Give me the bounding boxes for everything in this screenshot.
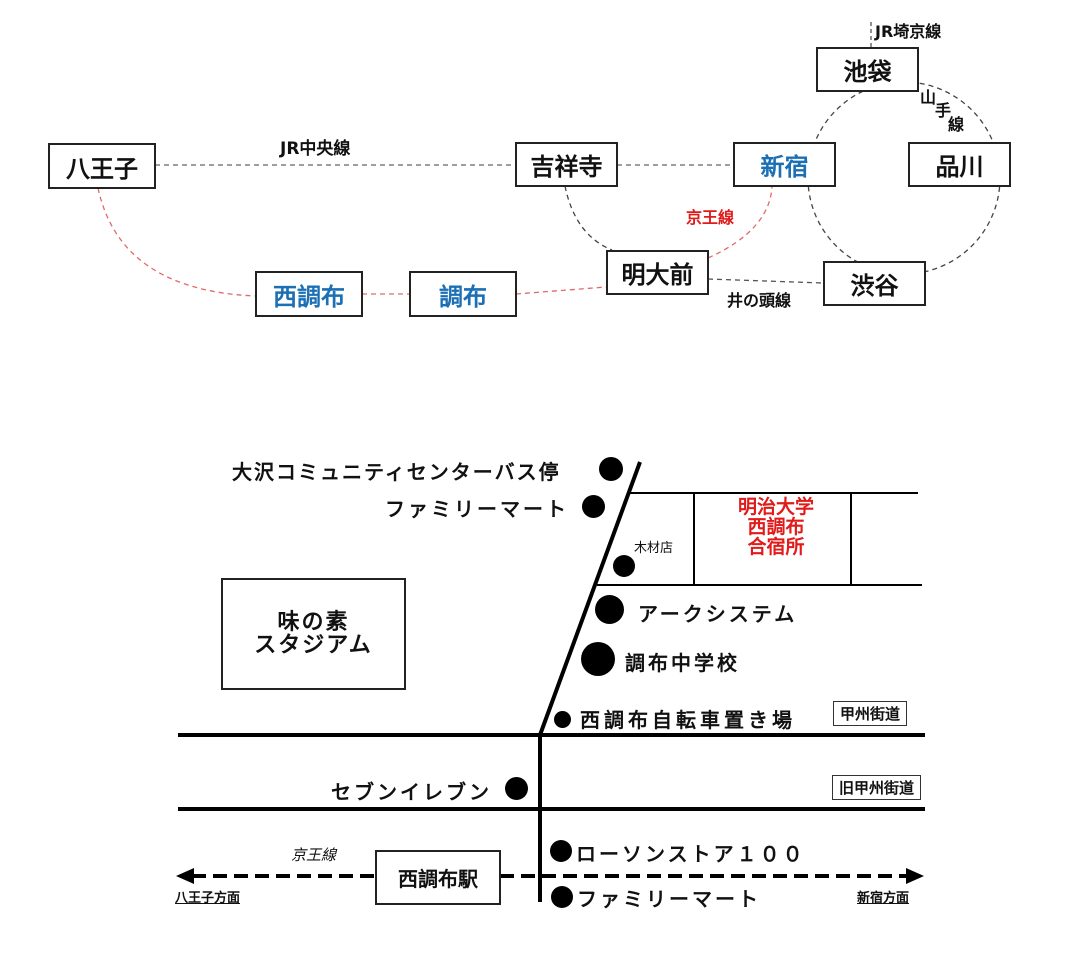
line-label-chuo: JR中央線: [280, 139, 351, 159]
road-label-old-koshu-kaido: 旧甲州街道: [832, 775, 922, 800]
seven-eleven-marker: [505, 777, 528, 800]
station-ikebukuro: 池袋: [816, 47, 919, 92]
line-label-saikyo: JR埼京線: [875, 22, 942, 41]
keio-line-segment: [515, 286, 607, 295]
station-shibuya: 渋谷: [823, 261, 926, 306]
station-hachioji: 八王子: [48, 143, 156, 189]
landmark-bus-stop: 大沢コミュニティセンターバス停: [232, 460, 561, 484]
landmark-junior-high: 調布中学校: [625, 651, 740, 675]
yamanote-char: 手: [935, 101, 952, 120]
stadium-line-2: スタジアム: [254, 633, 373, 658]
station-shinagawa: 品川: [908, 142, 1011, 187]
station-kichijoji: 吉祥寺: [515, 142, 618, 187]
familymart-north-marker: [582, 495, 605, 518]
lawson-marker: [550, 840, 572, 862]
familymart-south-marker: [551, 886, 573, 908]
landmark-familymart-south: ファミリーマート: [577, 887, 761, 911]
arc-system-marker: [595, 595, 624, 624]
arrow-right-icon: [906, 868, 924, 884]
yamanote-char: 線: [948, 115, 965, 134]
station-nishichofu: 西調布: [255, 271, 363, 317]
road-label-koshu-kaido: 甲州街道: [833, 701, 908, 726]
stadium-line-1: 味の素: [277, 609, 350, 635]
nishichofu-station-box: 西調布駅: [375, 850, 501, 905]
station-shinjuku: 新宿: [733, 142, 836, 187]
landmark-arc-system: アークシステム: [638, 602, 798, 626]
landmark-familymart-north: ファミリーマート: [385, 497, 569, 521]
destination-line-1: 明治大学: [737, 496, 814, 518]
station-meidaimae: 明大前: [606, 250, 709, 295]
destination-label: 明治大学 西調布 合宿所: [710, 496, 842, 558]
lumber-store-marker: [613, 555, 635, 577]
arrow-left-icon: [176, 868, 194, 884]
bike-parking-marker: [554, 711, 571, 728]
landmark-lawson: ローソンストア１００: [576, 842, 806, 866]
keio-line-segment: [707, 185, 773, 259]
keio-line: [97, 187, 256, 297]
station-chofu: 調布: [409, 271, 517, 317]
stadium-box: 味の素 スタジアム: [221, 578, 406, 690]
inokashira-line-segment: [707, 278, 824, 284]
direction-shinjuku: 新宿方面: [857, 891, 910, 906]
destination-line-2: 西調布: [747, 515, 805, 538]
junior-high-marker: [581, 642, 615, 676]
line-label-keio: 京王線: [686, 208, 735, 227]
landmark-seven-eleven: セブンイレブン: [331, 780, 492, 804]
landmark-bike-parking: 西調布自転車置き場: [580, 708, 796, 732]
line-label-inokashira: 井の頭線: [727, 291, 792, 310]
inokashira-line: [564, 185, 613, 251]
yamanote-char: 山: [920, 88, 937, 107]
direction-hachioji: 八王子方面: [175, 891, 241, 906]
railway-line-name: 京王線: [291, 846, 337, 864]
bus-stop-marker: [599, 457, 623, 481]
landmark-lumber-store: 木材店: [634, 541, 674, 556]
destination-line-3: 合宿所: [747, 535, 805, 558]
